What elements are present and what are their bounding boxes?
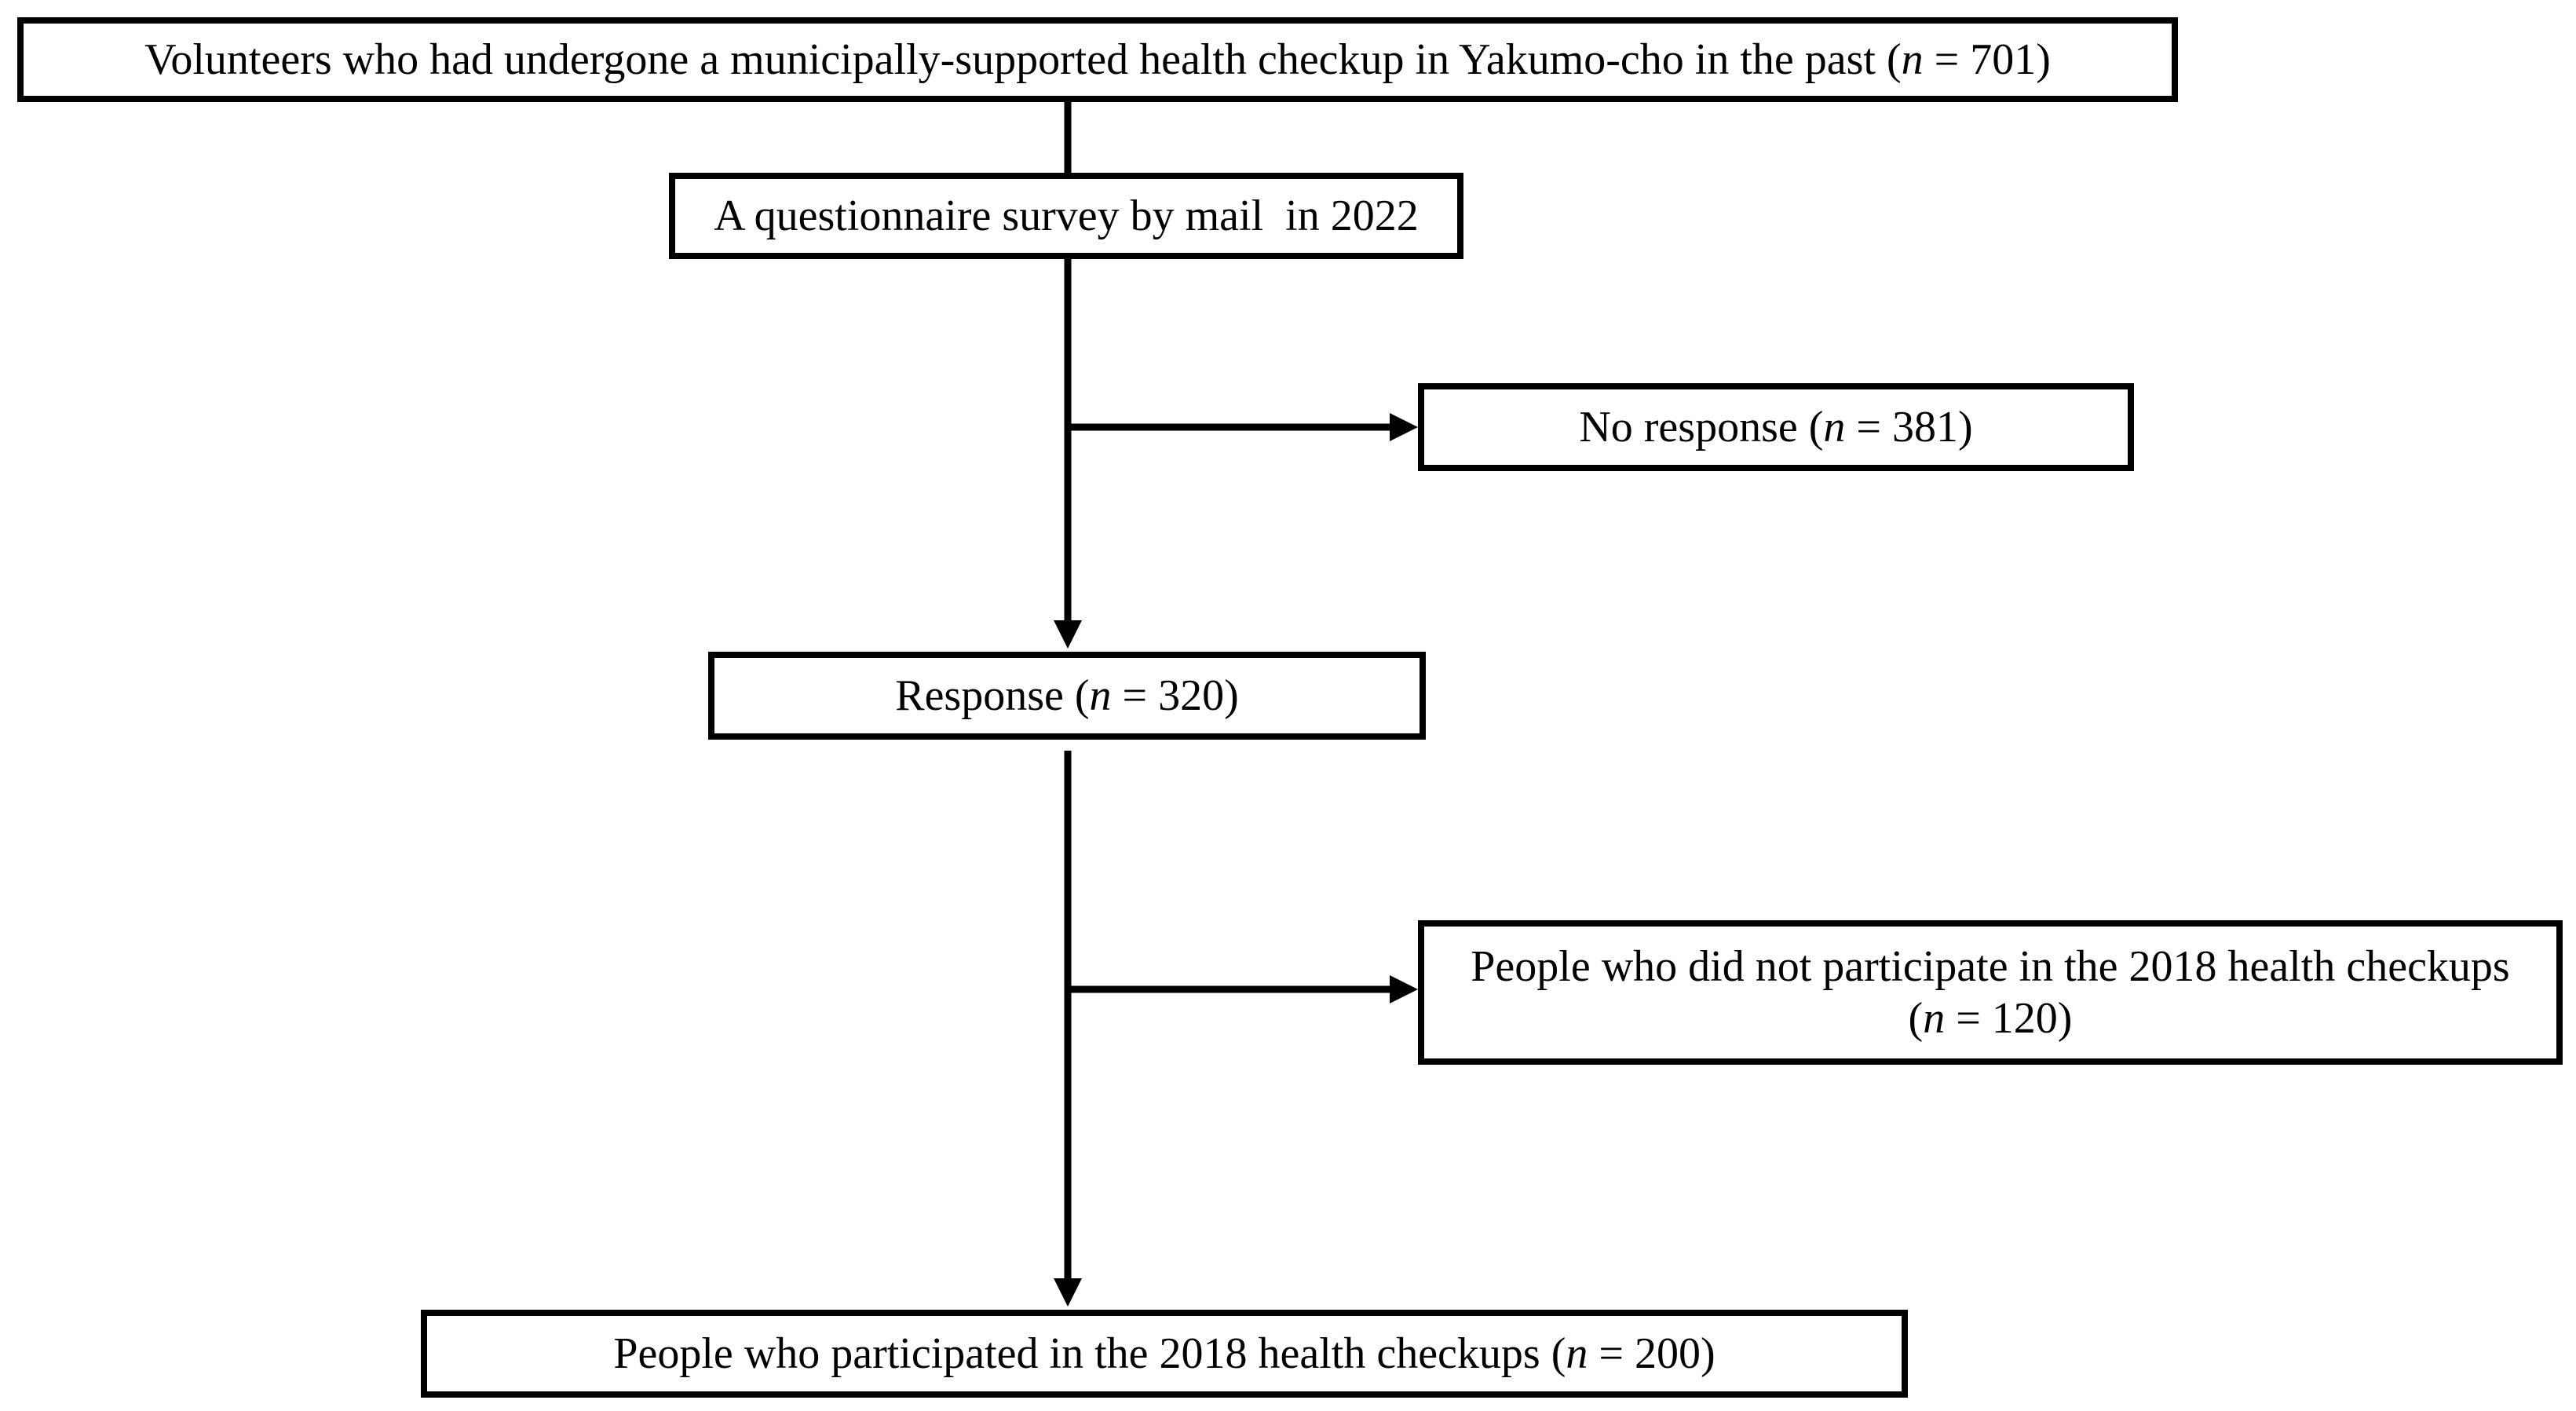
node-participated-n-label: n — [1566, 1329, 1588, 1378]
node-response-n-label: n — [1089, 671, 1112, 720]
node-start-n-label: n — [1901, 35, 1924, 84]
node-participated-line: People who participated in the 2018 heal… — [613, 1329, 1716, 1378]
node-response: Response (n = 320) — [708, 652, 1426, 740]
node-start-n-value: 701 — [1970, 35, 2037, 84]
node-start-line: Volunteers who had undergone a municipal… — [144, 35, 2051, 84]
node-start-text: Volunteers who had undergone a municipal… — [144, 35, 1876, 84]
node-not-participated: People who did not participate in the 20… — [1418, 920, 2563, 1065]
node-not-participated-n-label: n — [1923, 994, 1946, 1043]
node-not-participated-n-value: 120 — [1991, 994, 2058, 1043]
node-no-response-text: No response — [1579, 402, 1798, 451]
arrowhead-to-response — [1054, 620, 1082, 649]
node-start: Volunteers who had undergone a municipal… — [17, 17, 2178, 102]
arrowhead-to-not-participated — [1390, 975, 1418, 1003]
node-no-response-n-label: n — [1823, 402, 1846, 451]
node-not-participated-count: (n = 120) — [1908, 994, 2073, 1043]
node-response-n-value: 320 — [1158, 671, 1225, 720]
node-not-participated-text: People who did not participate in the 20… — [1471, 941, 2510, 991]
arrowhead-to-no-response — [1390, 413, 1418, 441]
node-no-response-n-value: 381 — [1891, 402, 1958, 451]
node-participated-text: People who participated in the 2018 heal… — [613, 1329, 1540, 1378]
node-survey-text: A questionnaire survey by mail in 2022 — [714, 191, 1419, 240]
node-participated-n-value: 200 — [1634, 1329, 1701, 1378]
node-response-line: Response (n = 320) — [895, 671, 1239, 720]
node-participated: People who participated in the 2018 heal… — [421, 1310, 1908, 1398]
arrowhead-to-participated — [1054, 1278, 1082, 1307]
node-response-text: Response — [895, 671, 1064, 720]
node-no-response: No response (n = 381) — [1418, 383, 2134, 471]
node-survey: A questionnaire survey by mail in 2022 — [669, 173, 1463, 259]
node-no-response-line: No response (n = 381) — [1579, 402, 1973, 451]
